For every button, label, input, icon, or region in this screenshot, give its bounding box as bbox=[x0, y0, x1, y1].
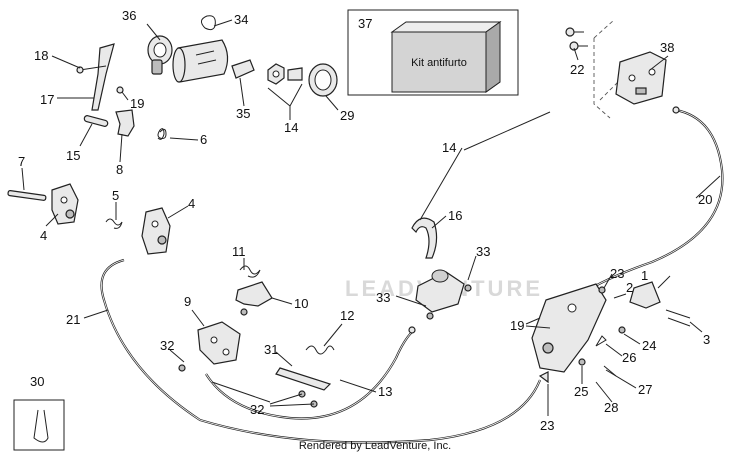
callout-13: 13 bbox=[378, 384, 392, 399]
part-36-lock-ring bbox=[147, 35, 173, 75]
callout-31: 31 bbox=[264, 342, 278, 357]
callout-4a: 4 bbox=[40, 228, 47, 243]
callout-22: 22 bbox=[570, 62, 584, 77]
callout-19b: 19 bbox=[510, 318, 524, 333]
callout-24: 24 bbox=[642, 338, 656, 353]
callout-14b: 14 bbox=[442, 140, 456, 155]
callout-23a: 23 bbox=[610, 266, 624, 281]
callout-2: 2 bbox=[626, 280, 633, 295]
kit-antifurto-box: 37 Kit antifurto bbox=[347, 9, 519, 96]
callout-27: 27 bbox=[638, 382, 652, 397]
lock-cylinder bbox=[172, 39, 229, 83]
callout-4b: 4 bbox=[188, 196, 195, 211]
callout-37: 37 bbox=[358, 16, 372, 31]
callout-20: 20 bbox=[698, 192, 712, 207]
callout-19a: 19 bbox=[130, 96, 144, 111]
leader-lines bbox=[21, 19, 721, 416]
callout-36: 36 bbox=[122, 8, 136, 23]
callout-28: 28 bbox=[604, 400, 618, 415]
part-17-lever bbox=[76, 43, 124, 111]
callout-32b: 32 bbox=[250, 402, 264, 417]
callout-6: 6 bbox=[200, 132, 207, 147]
callout-26: 26 bbox=[622, 350, 636, 365]
callout-23b: 23 bbox=[540, 418, 554, 433]
callout-29: 29 bbox=[340, 108, 354, 123]
callout-8: 8 bbox=[116, 162, 123, 177]
callout-1: 1 bbox=[641, 268, 648, 283]
callout-numbers: 1 2 3 4 4 5 6 7 8 9 10 11 12 13 14 14 15… bbox=[18, 8, 712, 433]
callout-10: 10 bbox=[294, 296, 308, 311]
callout-21: 21 bbox=[66, 312, 80, 327]
callout-34: 34 bbox=[234, 12, 248, 27]
callout-11: 11 bbox=[232, 244, 246, 259]
callout-32a: 32 bbox=[160, 338, 174, 353]
callout-14a: 14 bbox=[284, 120, 298, 135]
callout-5: 5 bbox=[112, 188, 119, 203]
callout-15: 15 bbox=[66, 148, 80, 163]
callout-3: 3 bbox=[703, 332, 710, 347]
callout-33b: 33 bbox=[376, 290, 390, 305]
callout-17: 17 bbox=[40, 92, 54, 107]
footer-credit: Rendered by LeadVenture, Inc. bbox=[298, 440, 452, 452]
part-38-hinge bbox=[565, 19, 667, 119]
callout-38: 38 bbox=[660, 40, 674, 55]
callout-18: 18 bbox=[34, 48, 48, 63]
callout-16: 16 bbox=[448, 208, 462, 223]
part-1-actuator bbox=[531, 281, 691, 384]
callout-7: 7 bbox=[18, 154, 25, 169]
kit-label: Kit antifurto bbox=[411, 57, 467, 69]
callout-33a: 33 bbox=[476, 244, 490, 259]
callout-35: 35 bbox=[236, 106, 250, 121]
callout-25: 25 bbox=[574, 384, 588, 399]
callout-9: 9 bbox=[184, 294, 191, 309]
callout-12: 12 bbox=[340, 308, 354, 323]
callout-30: 30 bbox=[30, 374, 44, 389]
